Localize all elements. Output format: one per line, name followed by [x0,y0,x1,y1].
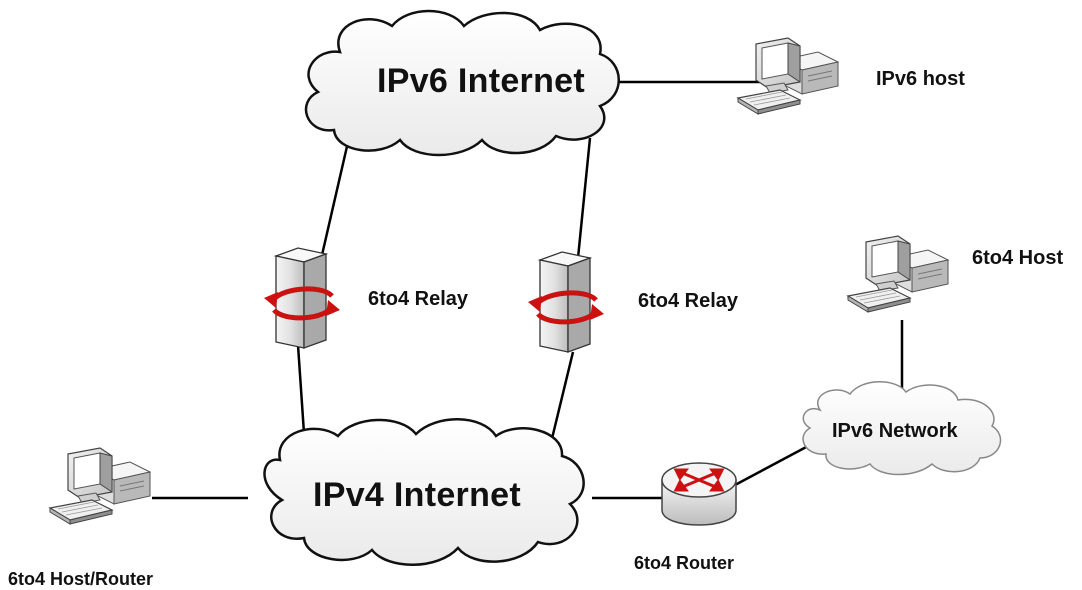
ipv4-internet-cloud [263,418,585,566]
ipv6-host-computer-icon [737,37,839,115]
relay-right-label: 6to4 Relay [638,290,739,312]
ipv6-internet-label: IPv6 Internet [377,62,585,100]
relay-right-server-icon [528,252,604,352]
router-icon [661,462,737,526]
sixto4-host-router-label: 6to4 Host/Router [8,569,154,589]
relay-left-server-icon [264,248,340,348]
relay-left-label: 6to4 Relay [368,288,469,310]
ipv6-network-label: IPv6 Network [832,420,958,442]
sixto4-host-computer-icon [847,235,949,313]
ipv4-internet-label: IPv4 Internet [313,476,521,514]
sixto4-router-label: 6to4 Router [634,553,735,573]
ipv6-host-label: IPv6 host [876,68,965,90]
ipv6-network-cloud [802,381,1002,476]
sixto4-host-router-computer-icon [49,447,151,525]
ipv6-internet-cloud [304,9,620,157]
connection-lines [152,80,904,500]
sixto4-host-label: 6to4 Host [972,247,1064,269]
